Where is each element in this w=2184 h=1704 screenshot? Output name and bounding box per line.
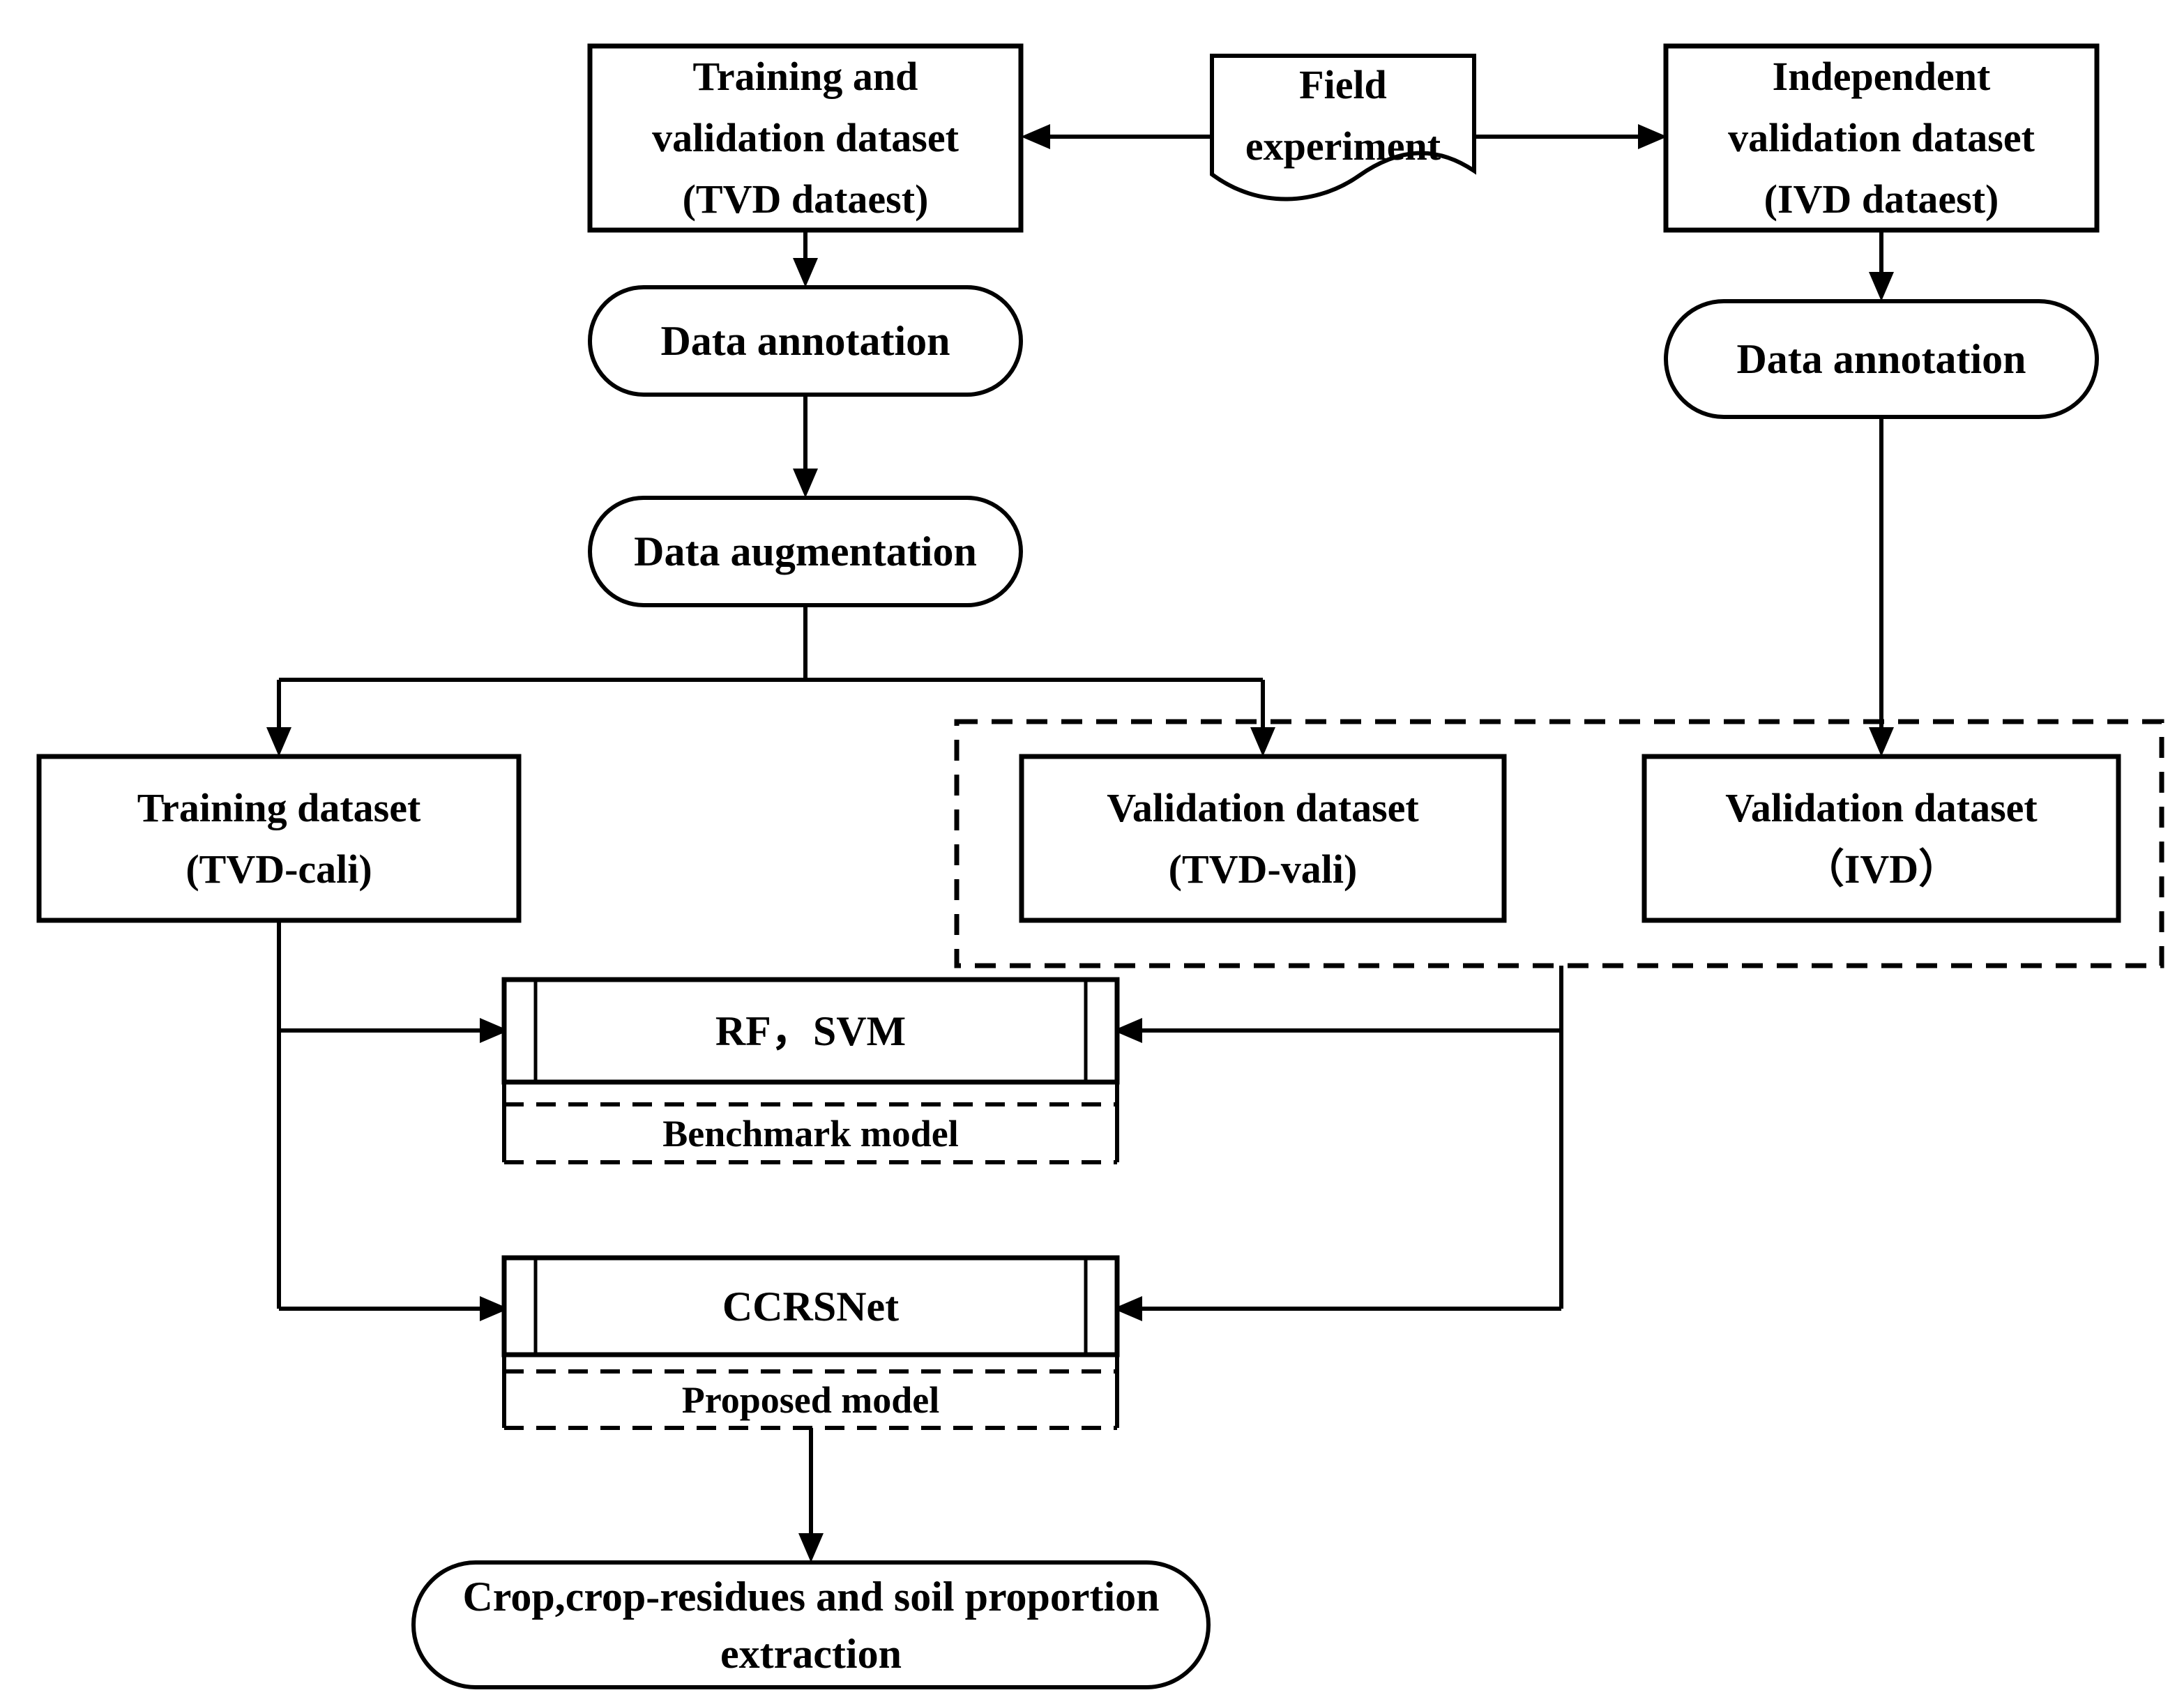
validation-dashed-container: [954, 719, 2164, 968]
arrowhead-into-annotation-right: [1869, 272, 1894, 301]
data-annotation-right-shape: [1664, 299, 2099, 419]
data-augmentation-shape: [588, 496, 1023, 607]
arrowhead-into-augmentation: [793, 469, 818, 498]
arrowhead-into-tvd: [1021, 124, 1050, 149]
benchmark-side-rails: [502, 1082, 1119, 1162]
arrowheads: [266, 124, 1894, 1562]
stadium-shapes: [411, 285, 2099, 1689]
arrowhead-into-training: [266, 727, 291, 756]
arrowhead-validation-rfsvm: [1113, 1018, 1142, 1043]
proposed-side-rails: [502, 1355, 1119, 1428]
arrowhead-into-ivd: [1638, 124, 1667, 149]
tvd-dataset-shape: [587, 43, 1024, 233]
field-experiment-shape: [1210, 54, 1476, 201]
rf-svm-shape: [501, 977, 1120, 1164]
rf-svm-outer-rect: [501, 977, 1120, 1085]
ccrsnet-shape: [501, 1255, 1120, 1430]
data-annotation-left-shape: [588, 285, 1023, 397]
ivd-dataset-shape: [1663, 43, 2100, 233]
validation-tvd-shape: [1019, 754, 1507, 923]
validation-ivd-shape: [1641, 754, 2121, 923]
arrowhead-into-annotation-left: [793, 258, 818, 287]
ccrsnet-outer-rect: [501, 1255, 1120, 1357]
ccrsnet-side-bars: [533, 1258, 1088, 1355]
output-shape: [411, 1560, 1211, 1689]
benchmark-dashed-lines: [504, 1102, 1117, 1164]
arrowhead-validation-ccrsnet: [1113, 1296, 1142, 1321]
arrowhead-into-tvdvali: [1250, 727, 1275, 756]
rf-svm-side-bars: [533, 980, 1088, 1082]
arrowhead-training-ccrsnet: [480, 1296, 509, 1321]
arrowhead-into-output: [798, 1533, 824, 1562]
training-dataset-shape: [36, 754, 522, 923]
rectangle-shapes: [36, 43, 2121, 923]
proposed-dashed-lines: [504, 1369, 1117, 1430]
arrowhead-training-rfsvm: [480, 1018, 509, 1043]
arrowhead-into-ivdvali: [1869, 727, 1894, 756]
connector-lines: [277, 135, 1883, 1537]
